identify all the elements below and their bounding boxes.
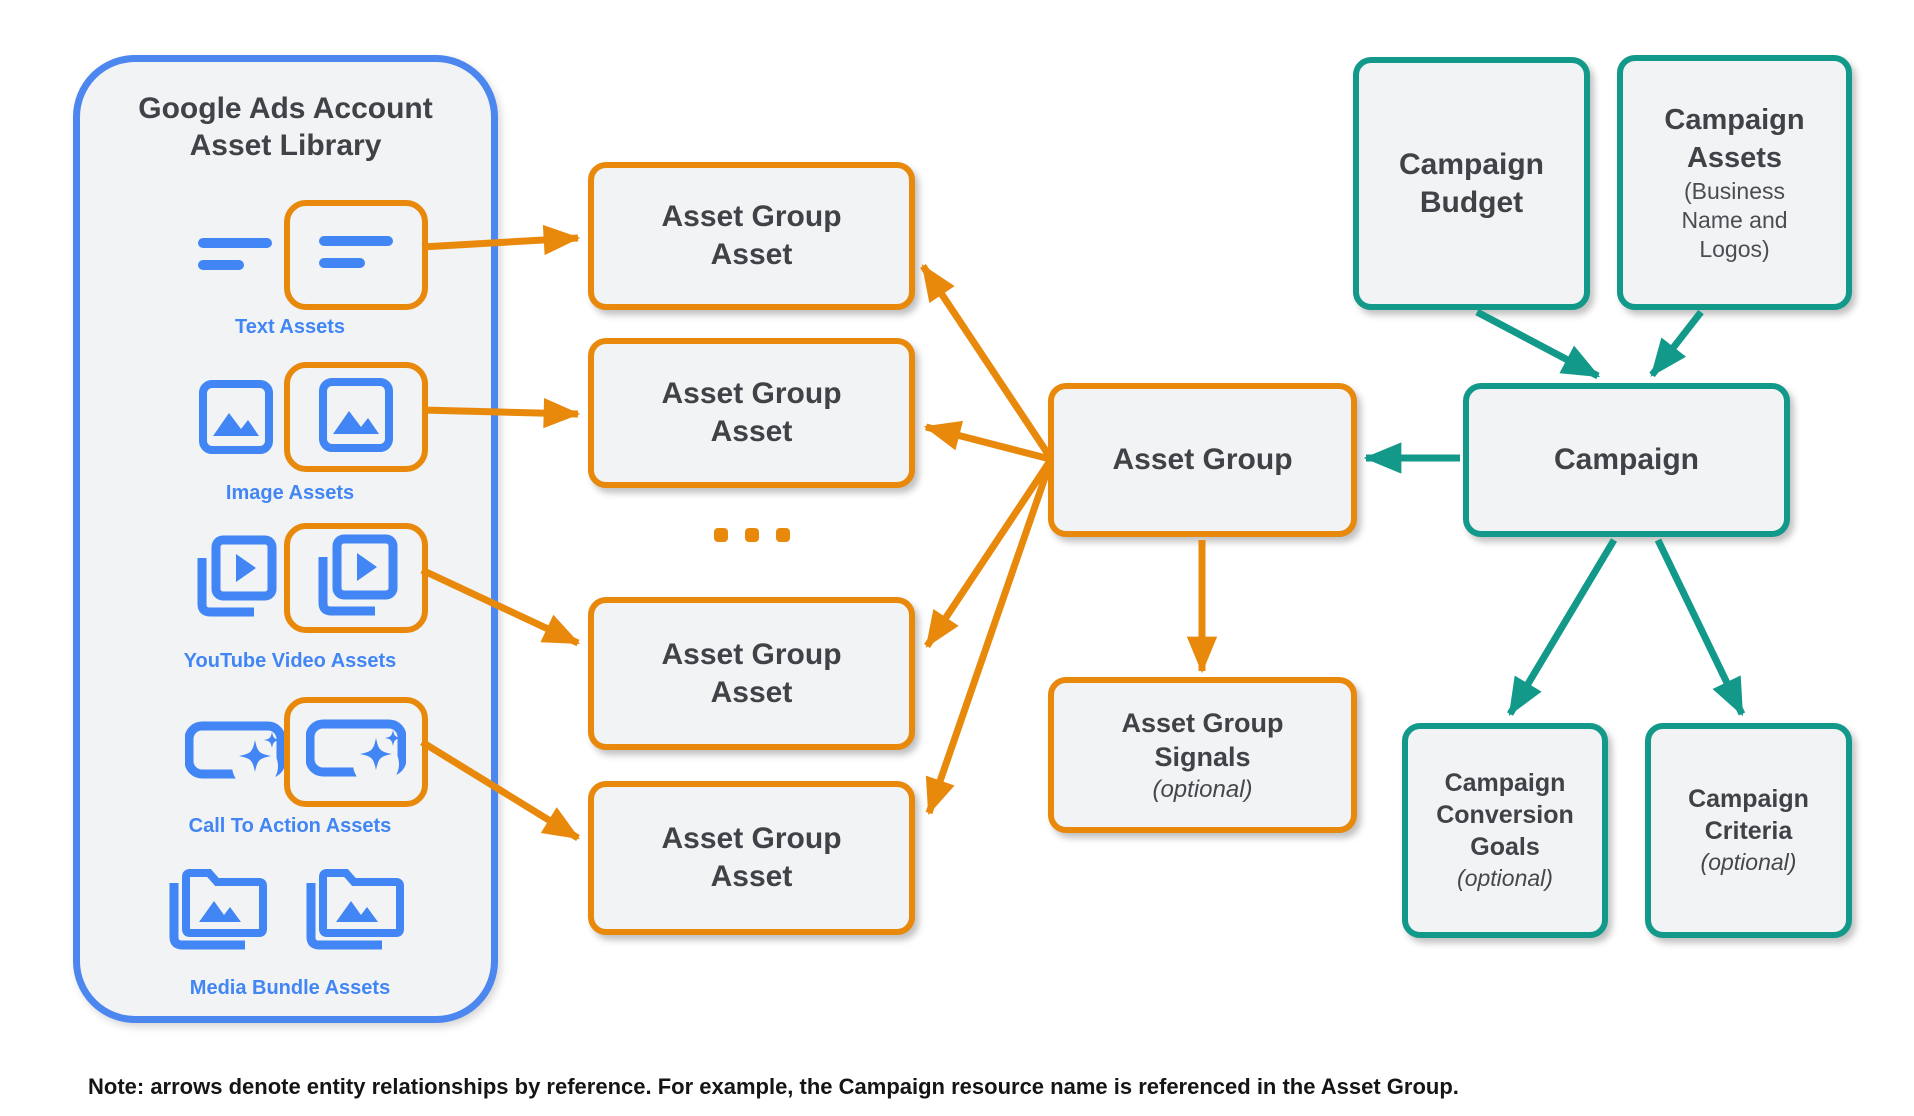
- ellipsis-dot: [745, 528, 759, 542]
- media-bundle-asset-icon: [165, 863, 275, 953]
- asset-library-title-line2: Asset Library: [189, 129, 382, 162]
- call-to-action-asset-icon: [305, 714, 407, 791]
- asset-group-asset-box-2: Asset Group Asset: [588, 338, 915, 488]
- campaign-conversion-goals-box: Campaign Conversion Goals (optional): [1402, 723, 1608, 938]
- image-asset-selected-frame: [284, 362, 428, 472]
- arrow-asset-group-to-asset-group-asset-4: [925, 461, 1054, 816]
- arrow-asset-group-to-asset-group-asset-1: [920, 264, 1053, 459]
- campaign-budget-label: Campaign Budget: [1398, 147, 1545, 219]
- video-asset-icon: [192, 534, 278, 620]
- asset-library-container: Google Ads Account Asset Library Text As…: [73, 55, 498, 1023]
- footnote: Note: arrows denote entity relationships…: [88, 1074, 1459, 1099]
- asset-group-asset-label: Asset Group Asset: [661, 377, 842, 448]
- media-bundle-assets-label: Media Bundle Assets: [189, 977, 391, 999]
- text-asset-icon: [317, 220, 395, 291]
- arrow-campaign-to-criteria: [1654, 538, 1746, 717]
- image-asset-icon: [318, 377, 394, 458]
- ellipsis-dot: [776, 528, 790, 542]
- campaign-assets-label: Campaign Assets: [1664, 104, 1805, 174]
- text-assets-label: Text Assets: [234, 316, 346, 338]
- asset-group-asset-label: Asset Group Asset: [661, 200, 842, 271]
- asset-group-signals-label: Asset Group Signals: [1121, 707, 1284, 772]
- asset-group-signals-optional: (optional): [1152, 775, 1253, 803]
- asset-group-asset-box-1: Asset Group Asset: [588, 162, 915, 310]
- arrow-campaign-budget-to-campaign: [1475, 308, 1601, 380]
- asset-group-asset-label: Asset Group Asset: [661, 637, 842, 709]
- campaign-criteria-label: Campaign Criteria: [1688, 785, 1809, 845]
- text-asset-icon: [196, 222, 274, 288]
- asset-group-asset-box-4: Asset Group Asset: [588, 781, 915, 935]
- campaign-budget-box: Campaign Budget: [1353, 57, 1590, 310]
- image-assets-label: Image Assets: [225, 482, 355, 504]
- asset-group-signals-box: Asset Group Signals (optional): [1048, 677, 1357, 833]
- campaign-conversion-goals-label: Campaign Conversion Goals: [1436, 769, 1574, 861]
- asset-group-asset-label: Asset Group Asset: [661, 822, 842, 893]
- image-asset-icon: [198, 379, 274, 455]
- call-to-action-assets-label: Call To Action Assets: [188, 815, 392, 837]
- ellipsis-dots: ...: [714, 528, 790, 542]
- asset-group-box: Asset Group: [1048, 383, 1357, 537]
- media-bundle-asset-icon: [302, 863, 412, 953]
- youtube-video-assets-label: YouTube Video Assets: [183, 650, 397, 672]
- video-asset-icon: [313, 533, 399, 624]
- campaign-assets-subtitle: (Business Name and Logos): [1681, 178, 1788, 262]
- call-to-action-asset-selected-frame: [284, 697, 428, 807]
- campaign-label: Campaign: [1553, 443, 1700, 476]
- ellipsis-dot: [714, 528, 728, 542]
- call-to-action-asset-icon: [185, 716, 285, 788]
- arrow-campaign-to-conversion-goals: [1506, 538, 1618, 717]
- campaign-criteria-box: Campaign Criteria (optional): [1645, 723, 1852, 938]
- campaign-conversion-goals-optional: (optional): [1457, 865, 1553, 891]
- campaign-criteria-optional: (optional): [1700, 849, 1797, 875]
- asset-group-label: Asset Group: [1112, 443, 1293, 476]
- video-asset-selected-frame: [284, 523, 428, 633]
- campaign-assets-box: Campaign Assets (Business Name and Logos…: [1617, 55, 1852, 310]
- text-asset-selected-frame: [284, 200, 428, 310]
- arrow-asset-group-to-asset-group-asset-2: [923, 420, 1051, 463]
- arrow-asset-group-to-asset-group-asset-3: [924, 459, 1053, 648]
- asset-group-asset-box-3: Asset Group Asset: [588, 597, 915, 750]
- campaign-box: Campaign: [1463, 383, 1790, 537]
- asset-library-title-line1: Google Ads Account: [138, 92, 433, 125]
- arrow-campaign-assets-to-campaign: [1649, 309, 1704, 378]
- asset-library-title: Google Ads Account Asset Library: [80, 90, 491, 164]
